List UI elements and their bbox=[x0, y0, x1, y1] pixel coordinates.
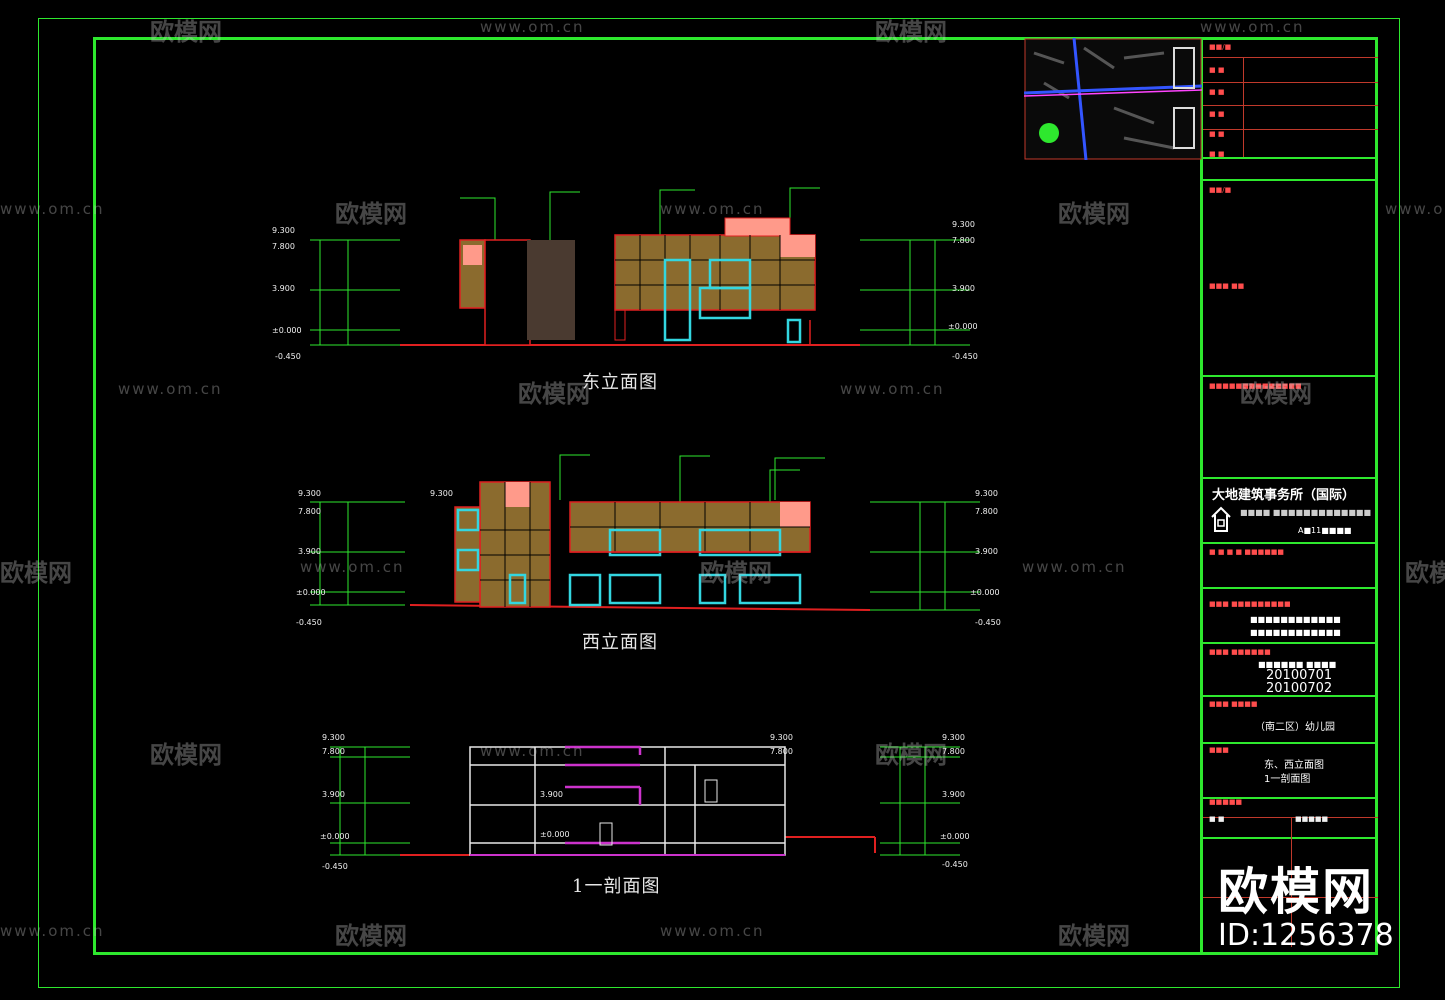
west-elev-roof: 7.800 bbox=[298, 507, 321, 516]
west-elev-top: 9.300 bbox=[298, 489, 321, 498]
east-elev-below-right: -0.450 bbox=[952, 352, 978, 361]
section-elev-ground: ±0.000 bbox=[320, 832, 350, 841]
east-elev-ground-right: ±0.000 bbox=[948, 322, 978, 331]
section-elev-mid-right: 3.900 bbox=[942, 790, 965, 799]
section-elev-top: 9.300 bbox=[322, 733, 345, 742]
east-elev-top-right: 9.300 bbox=[952, 220, 975, 229]
west-elev-below: -0.450 bbox=[296, 618, 322, 627]
section-elev-ground-right: ±0.000 bbox=[940, 832, 970, 841]
project-code-1: 20100701 bbox=[1266, 668, 1333, 683]
outer-sheet-border bbox=[38, 18, 1400, 988]
section-drawing bbox=[330, 745, 960, 856]
west-elev-top-right: 9.300 bbox=[975, 489, 998, 498]
section-elev-mid-inner: 3.900 bbox=[540, 790, 563, 799]
west-elevation-drawing bbox=[310, 454, 980, 611]
east-elev-below: -0.450 bbox=[275, 352, 301, 361]
east-elev-ground: ±0.000 bbox=[272, 326, 302, 335]
west-elev-mid: 3.900 bbox=[298, 547, 321, 556]
west-elev-ground-right: ±0.000 bbox=[970, 588, 1000, 597]
east-elev-mid-right: 3.900 bbox=[952, 284, 975, 293]
section-elev-roof-mid: 7.800 bbox=[770, 747, 793, 756]
west-elev-parapet: 9.300 bbox=[430, 489, 453, 498]
section-elev-roof: 7.800 bbox=[322, 747, 345, 756]
drawing-name-line-1: 东、西立面图 bbox=[1264, 760, 1324, 771]
section-elev-mid: 3.900 bbox=[322, 790, 345, 799]
office-logo-icon bbox=[1211, 506, 1231, 532]
section-elev-top-mid: 9.300 bbox=[770, 733, 793, 742]
east-elevation-title: 东立面图 bbox=[582, 372, 658, 393]
west-elev-below-right: -0.450 bbox=[975, 618, 1001, 627]
east-elev-top: 9.300 bbox=[272, 226, 295, 235]
project-sheet-name: （南二区）幼儿园 bbox=[1255, 722, 1335, 733]
east-elev-roof: 7.800 bbox=[272, 242, 295, 251]
watermark-brand: 欧模网 bbox=[1405, 559, 1445, 587]
model-id-label: ID:1256378 bbox=[1218, 918, 1394, 953]
design-office-name: 大地建筑事务所（国际） bbox=[1212, 488, 1356, 503]
east-elevation-drawing bbox=[310, 187, 970, 346]
section-elev-ground-inner: ±0.000 bbox=[540, 830, 570, 839]
title-block bbox=[1200, 37, 1378, 955]
section-elev-top-right: 9.300 bbox=[942, 733, 965, 742]
west-elev-mid-right: 3.900 bbox=[975, 547, 998, 556]
drawing-border bbox=[93, 37, 1378, 955]
brand-overlay: 欧模网 bbox=[1218, 863, 1374, 921]
section-elev-below: -0.450 bbox=[322, 862, 348, 871]
section-elev-below-right: -0.450 bbox=[942, 860, 968, 869]
west-elev-roof-right: 7.800 bbox=[975, 507, 998, 516]
east-elev-roof-right: 7.800 bbox=[952, 236, 975, 245]
west-elevation-title: 西立面图 bbox=[582, 632, 658, 653]
east-elev-mid: 3.900 bbox=[272, 284, 295, 293]
section-title: 1一剖面图 bbox=[572, 876, 661, 897]
site-plan-thumbnail bbox=[1024, 38, 1202, 160]
west-elev-ground: ±0.000 bbox=[296, 588, 326, 597]
project-code-2: 20100702 bbox=[1266, 681, 1333, 696]
drawing-name-line-2: 1一剖面图 bbox=[1264, 774, 1311, 785]
section-elev-roof-right: 7.800 bbox=[942, 747, 965, 756]
